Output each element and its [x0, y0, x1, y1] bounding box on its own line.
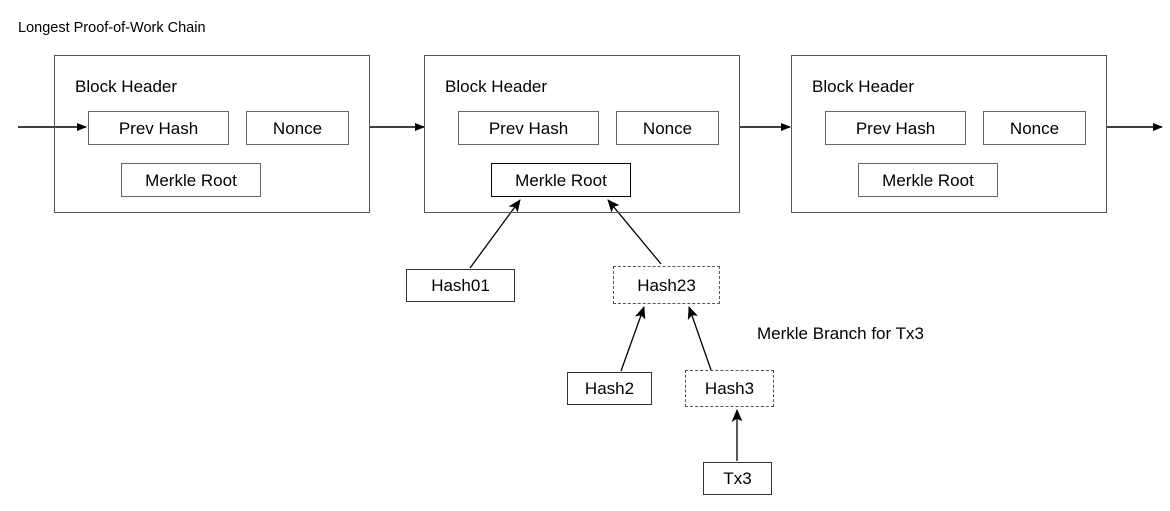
block-2-header-label: Block Header — [445, 77, 548, 96]
block-3-nonce[interactable]: Nonce — [983, 111, 1086, 145]
block-1-merkle-root[interactable]: Merkle Root — [121, 163, 261, 197]
block-3-merkle-root[interactable]: Merkle Root — [858, 163, 998, 197]
block-2[interactable]: Block Header Prev Hash Nonce Merkle Root — [424, 55, 740, 213]
block-1-nonce[interactable]: Nonce — [246, 111, 349, 145]
block-1[interactable]: Block Header Prev Hash Nonce Merkle Root — [54, 55, 370, 213]
merkle-node-hash3[interactable]: Hash3 — [685, 370, 774, 407]
merkle-branch-caption: Merkle Branch for Tx3 — [757, 324, 924, 343]
block-3-header-label: Block Header — [812, 77, 915, 96]
block-2-nonce[interactable]: Nonce — [616, 111, 719, 145]
block-2-merkle-root[interactable]: Merkle Root — [491, 163, 631, 197]
merkle-arrows — [469, 199, 743, 461]
block-1-header-label: Block Header — [75, 77, 178, 96]
merkle-node-tx3[interactable]: Tx3 — [703, 462, 772, 495]
block-1-prev-hash[interactable]: Prev Hash — [88, 111, 229, 145]
diagram-title: Longest Proof-of-Work Chain — [18, 20, 206, 36]
block-3[interactable]: Block Header Prev Hash Nonce Merkle Root — [791, 55, 1107, 213]
merkle-node-hash23[interactable]: Hash23 — [613, 266, 720, 304]
block-3-prev-hash[interactable]: Prev Hash — [825, 111, 966, 145]
merkle-node-hash2[interactable]: Hash2 — [567, 372, 652, 405]
block-2-prev-hash[interactable]: Prev Hash — [458, 111, 599, 145]
merkle-node-hash01[interactable]: Hash01 — [406, 269, 515, 302]
